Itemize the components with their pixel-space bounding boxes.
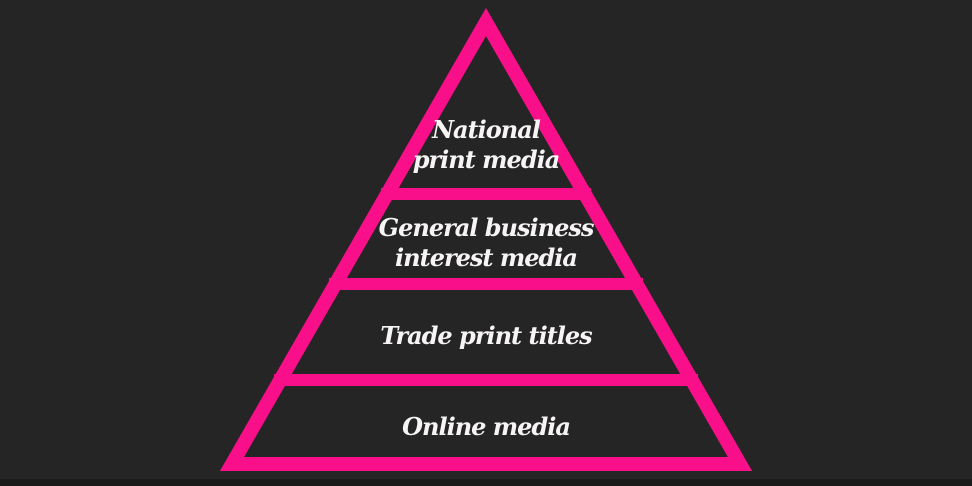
tier-label-line: interest media xyxy=(395,243,577,272)
pyramid-outline xyxy=(219,7,753,471)
tier-trade-print-titles: Trade print titles xyxy=(380,321,594,350)
tier-online-media: Online media xyxy=(402,412,571,441)
tier-label-line: General business xyxy=(379,213,595,242)
tier-label-line: Trade print titles xyxy=(380,321,593,350)
bottom-edge-shadow xyxy=(0,479,972,486)
tier-general-business-interest-media: General business interest media xyxy=(379,213,596,272)
tier-label-line: Online media xyxy=(402,412,570,441)
tier-label-line: National xyxy=(431,115,541,144)
tier-national-print-media: National print media xyxy=(413,115,561,174)
tier-label-line: print media xyxy=(413,145,560,174)
